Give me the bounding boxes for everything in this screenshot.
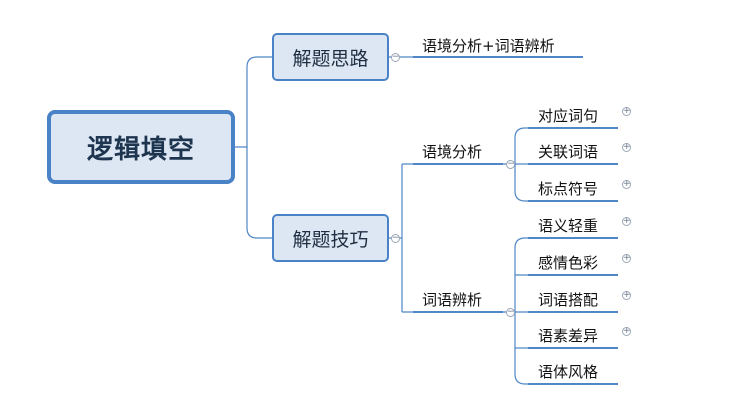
- connector-root-branch1: [235, 56, 272, 148]
- collapse-toggle-branch2[interactable]: −: [391, 233, 400, 243]
- topic-word-discrimination[interactable]: 词语辨析: [422, 291, 483, 309]
- expand-toggle-4[interactable]: +: [622, 216, 631, 226]
- expand-toggle-2[interactable]: +: [622, 142, 631, 152]
- expand-toggle-1[interactable]: +: [622, 106, 631, 116]
- branch-solving-technique[interactable]: 解题技巧: [272, 214, 389, 262]
- expand-toggle-5[interactable]: +: [622, 253, 631, 263]
- expand-toggle-7[interactable]: +: [622, 326, 631, 336]
- connector-root-branch2: [246, 147, 272, 239]
- topic-semantic-weight[interactable]: 语义轻重: [538, 217, 599, 235]
- topic-context-plus-word[interactable]: 语境分析+词语辨析: [422, 37, 555, 55]
- topic-context-analysis[interactable]: 语境分析: [422, 143, 483, 161]
- topic-collocation[interactable]: 词语搭配: [538, 291, 599, 309]
- topic-conjunctions[interactable]: 关联词语: [538, 143, 599, 161]
- topic-register-style[interactable]: 语体风格: [538, 363, 599, 381]
- expand-toggle-3[interactable]: +: [622, 179, 631, 189]
- collapse-toggle-word[interactable]: −: [506, 307, 515, 317]
- root-topic[interactable]: 逻辑填空: [47, 110, 235, 184]
- branch-solving-approach[interactable]: 解题思路: [272, 33, 389, 81]
- topic-emotional-color[interactable]: 感情色彩: [538, 254, 599, 272]
- topic-corresponding-words[interactable]: 对应词句: [538, 107, 599, 125]
- topic-punctuation[interactable]: 标点符号: [538, 180, 599, 198]
- collapse-toggle-context[interactable]: −: [506, 159, 515, 169]
- topic-morpheme-difference[interactable]: 语素差异: [538, 327, 599, 345]
- connector-context-children: [503, 127, 528, 202]
- expand-toggle-6[interactable]: +: [622, 290, 631, 300]
- collapse-toggle-branch1[interactable]: −: [391, 52, 400, 62]
